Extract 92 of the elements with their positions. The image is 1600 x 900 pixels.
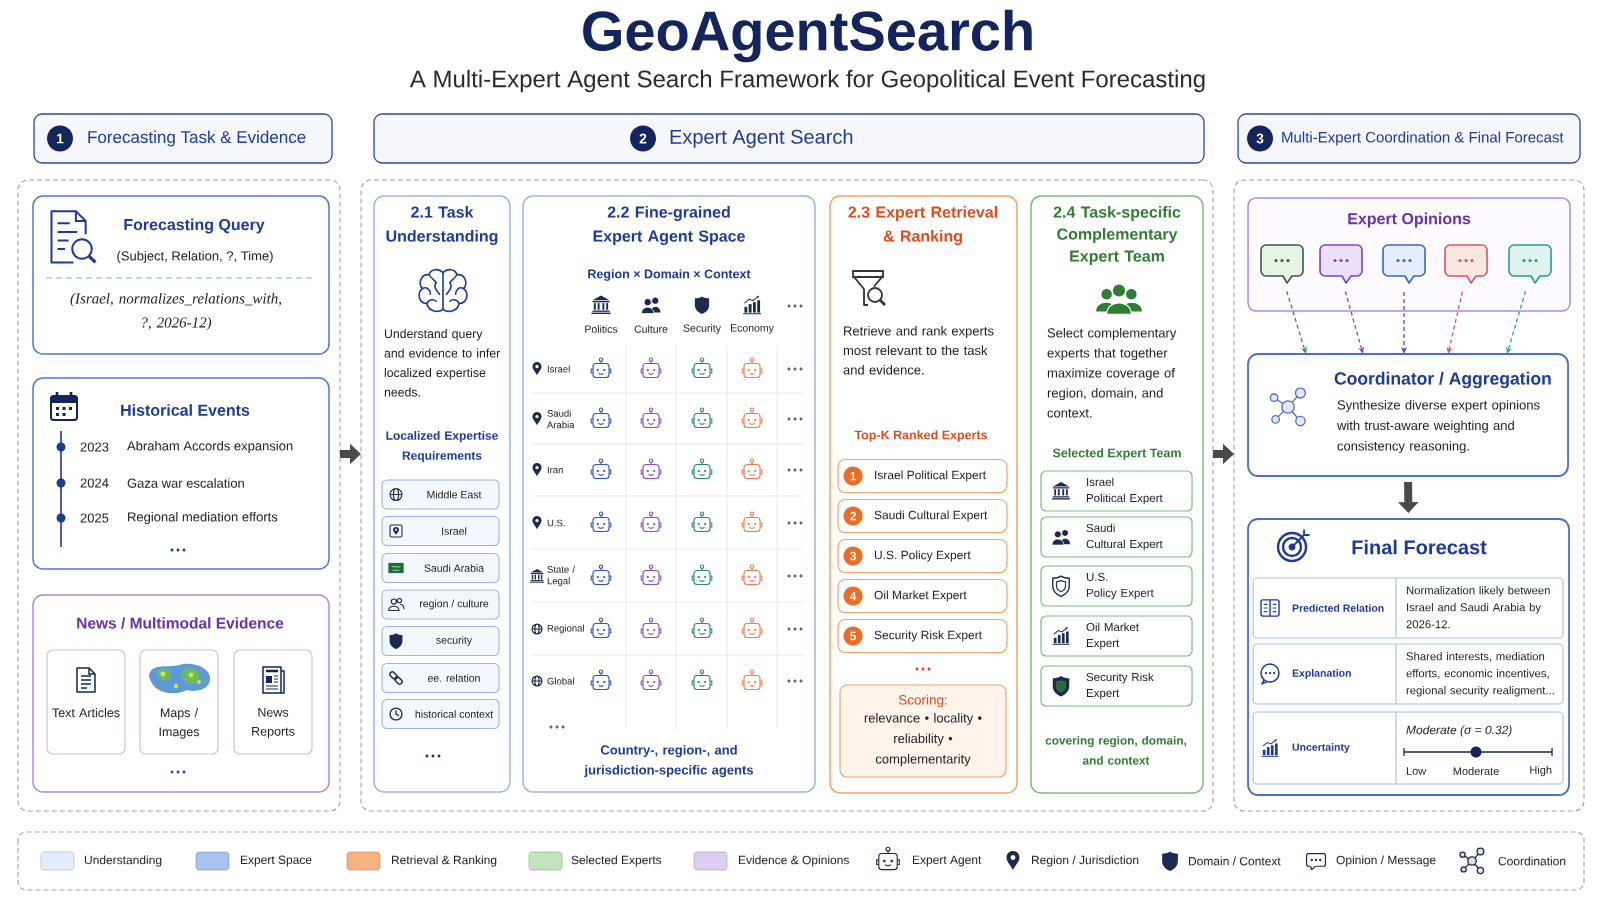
tag-pill: region / culture: [381, 589, 500, 620]
legend-label: Expert Agent: [913, 855, 982, 867]
row-label: Iran: [547, 466, 563, 474]
list-item: U.S. Policy Expert: [1040, 565, 1193, 607]
row-label: U.S.: [547, 519, 565, 527]
card-footer: covering region, domain, and context: [1045, 736, 1187, 765]
card-subtitle: (Subject, Relation, ?, Time): [117, 250, 273, 264]
speech-bubble: [1382, 244, 1426, 284]
column-label: Security: [683, 324, 721, 334]
list-item: Oil Market Expert: [1040, 615, 1193, 657]
scale-label: High: [1530, 765, 1552, 777]
section-heading: Selected Expert Team: [1052, 448, 1181, 460]
row-label: Regional: [547, 624, 584, 634]
row-label: Predicted Relation: [1292, 604, 1384, 612]
column-label: Politics: [585, 325, 618, 333]
list-item: Security Risk Expert: [1040, 665, 1193, 707]
list-item: Israel Political Expert: [1040, 470, 1193, 512]
speech-bubble: [1319, 244, 1363, 284]
tag-pill: Israel: [381, 515, 500, 547]
timeline-year: 2025: [80, 513, 109, 523]
body-text: Understand query and evidence to infer localized expertise needs.: [384, 329, 500, 397]
column-label: Culture: [634, 325, 668, 333]
arrow: [1506, 290, 1527, 354]
body-text: Synthesize diverse expert opinions with trust-aware weighting and consistency reasoning.: [1337, 400, 1540, 454]
timeline-event: Abraham Accords expansion: [127, 440, 293, 454]
section-heading: Top-K Ranked Experts: [854, 430, 988, 442]
timeline-year: 2024: [80, 478, 109, 488]
query-text: (Israel, normalizes_relations_with, ?, 2026-12): [70, 293, 282, 331]
row-value: Shared interests, mediation efforts, economic incentives, regional security realigment...: [1406, 652, 1554, 697]
legend-label: Opinion / Message: [1336, 855, 1436, 867]
subtitle: A Multi-Expert Agent Search Framework for Geopolitical Event Forecasting: [409, 69, 1205, 93]
legend-label: Domain / Context: [1189, 856, 1281, 866]
number-badge: 1: [47, 125, 73, 152]
card-title: 2.2 Fine-grained Expert Agent Space: [593, 206, 745, 245]
legend-label: Coordination: [1498, 856, 1566, 866]
card-title: 2.3 Expert Retrieval & Ranking: [848, 206, 997, 245]
legend-label: Expert Space: [241, 855, 312, 867]
body-text: relevance • locality • reliability • complementarity: [864, 713, 982, 767]
card-title: Final Forecast: [1352, 539, 1487, 555]
body-text: Retrieve and rank experts most relevant to the task and evidence.: [843, 326, 994, 375]
box-title: Scoring:: [898, 694, 947, 708]
card-title: Historical Events: [121, 404, 250, 416]
number-badge: 3: [843, 546, 863, 566]
legend-label: Evidence & Opinions: [739, 855, 849, 867]
speech-bubble: [1444, 244, 1488, 284]
card-title: 2.1 Task Understanding: [386, 206, 498, 245]
card-title: Coordinator / Aggregation: [1334, 371, 1551, 389]
source-card: News Reports: [233, 649, 313, 755]
row-value: Moderate (σ = 0.32): [1406, 725, 1512, 737]
card-title: Expert Opinions: [1348, 212, 1471, 228]
number-badge: 2: [843, 506, 863, 526]
card-footer: Country-, region-, and jurisdiction-specific agents: [584, 745, 753, 778]
row-value: Normalization likely between Israel and Saudi Arabia by 2026-12.: [1406, 586, 1550, 629]
number-badge: 3: [1247, 125, 1273, 152]
number-badge: 2: [630, 125, 656, 152]
tag-pill: security: [381, 625, 500, 657]
tag-pill: historical context: [381, 698, 500, 730]
section-heading: Localized Expertise Requirements: [386, 431, 498, 463]
card-subtitle: Region × Domain × Context: [588, 269, 751, 281]
body-text: Select complementary experts that together maximize coverage of region, domain, and context.: [1047, 328, 1177, 418]
scale-label: Moderate: [1453, 766, 1499, 776]
speech-bubble: [1508, 244, 1552, 284]
row-label: State / Legal: [547, 565, 575, 587]
row-label: Saudi Arabia: [547, 409, 575, 429]
timeline-year: 2023: [80, 442, 109, 452]
source-card: Text Articles: [46, 649, 126, 755]
card-title: Forecasting Query: [124, 218, 265, 234]
legend-label: Understanding: [84, 855, 162, 867]
title: GeoAgentSearch: [583, 9, 1032, 63]
card-title: 2.4 Task-specific Complementary Expert Team: [1053, 206, 1181, 265]
column-label: Economy: [731, 324, 774, 334]
row-label: Explanation: [1292, 669, 1351, 679]
tag-pill: ee. relation: [381, 662, 500, 694]
arrow: [1344, 290, 1365, 354]
legend-label: Retrieval & Ranking: [392, 855, 497, 867]
speech-bubble: [1260, 244, 1304, 284]
number-badge: 5: [843, 626, 863, 646]
row-label: Israel: [547, 365, 570, 373]
tag-pill: Middle East: [381, 479, 500, 510]
row-label: Global: [547, 677, 574, 685]
number-badge: 4: [843, 586, 863, 606]
arrow: [1286, 290, 1307, 354]
card-title: News / Multimodal Evidence: [77, 617, 284, 629]
scale-label: Low: [1406, 767, 1427, 775]
number-badge: 1: [843, 466, 863, 486]
legend-label: Selected Experts: [571, 855, 662, 867]
timeline-event: Gaza war escalation: [127, 478, 244, 488]
timeline-event: Regional mediation efforts: [128, 511, 278, 525]
list-item: Saudi Cultural Expert: [1040, 516, 1193, 558]
tag-pill: Saudi Arabia: [381, 552, 500, 584]
row-label: Uncertainty: [1292, 743, 1350, 753]
legend-label: Region / Jurisdiction: [1032, 855, 1139, 867]
